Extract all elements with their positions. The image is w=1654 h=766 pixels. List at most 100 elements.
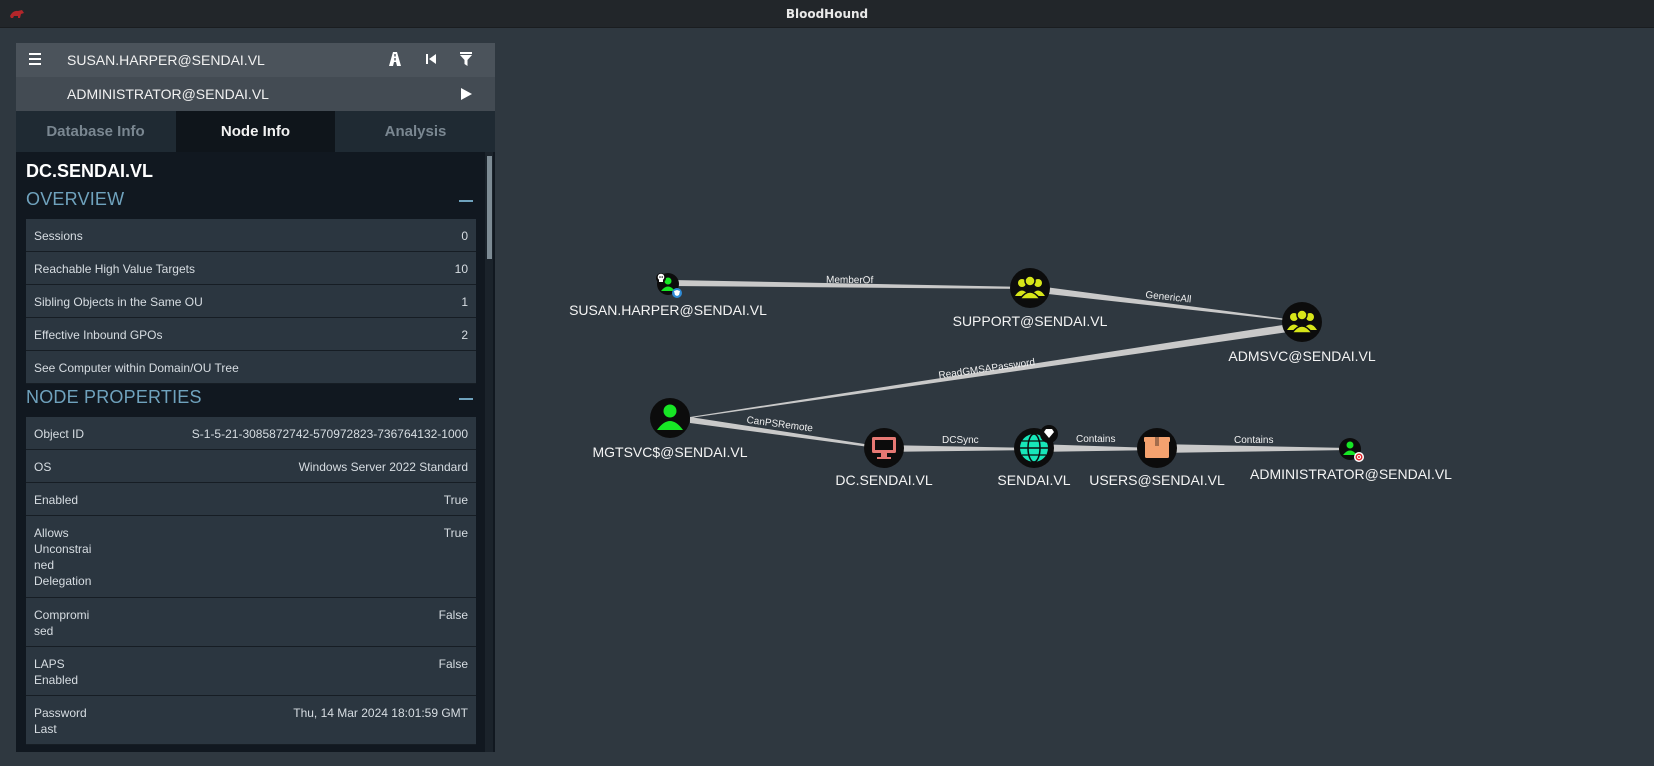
pathfinding-icon[interactable] bbox=[386, 50, 404, 68]
row-value: 1 bbox=[461, 295, 468, 309]
group-icon bbox=[1015, 275, 1045, 300]
property-row-enabled[interactable]: Enabled True bbox=[26, 483, 476, 516]
row-key: Compromi sed bbox=[34, 608, 90, 638]
overview-heading[interactable]: OVERVIEW bbox=[26, 189, 125, 209]
graph-node-sendai[interactable]: SENDAI.VL bbox=[997, 425, 1071, 488]
scrollbar-thumb[interactable] bbox=[487, 156, 492, 259]
edge-readgmsapassword[interactable] bbox=[690, 322, 1302, 418]
row-value: True bbox=[443, 493, 468, 507]
start-node-input[interactable]: SUSAN.HARPER@SENDAI.VL bbox=[67, 52, 265, 68]
user-icon bbox=[657, 404, 683, 430]
node-label: SUSAN.HARPER@SENDAI.VL bbox=[569, 302, 767, 318]
tab-analysis[interactable]: Analysis bbox=[384, 123, 447, 140]
edge-canpsremote[interactable] bbox=[690, 417, 884, 449]
edge-contains-2[interactable] bbox=[1157, 444, 1350, 453]
node-label: USERS@SENDAI.VL bbox=[1089, 472, 1225, 488]
overview-row-sibling-objects[interactable]: Sibling Objects in the Same OU 1 bbox=[26, 285, 476, 318]
node-label: MGTSVC$@SENDAI.VL bbox=[592, 444, 747, 460]
graph-node-dc[interactable]: DC.SENDAI.VL bbox=[835, 428, 933, 488]
edge-memberof[interactable] bbox=[672, 280, 1030, 289]
row-value: Thu, 14 Mar 2024 18:01:59 GMT bbox=[293, 706, 468, 720]
target-node-search[interactable]: ADMINISTRATOR@SENDAI.VL bbox=[16, 77, 495, 111]
overview-row-domain-ou-tree[interactable]: See Computer within Domain/OU Tree bbox=[26, 351, 476, 384]
node-properties-heading[interactable]: NODE PROPERTIES bbox=[26, 387, 202, 407]
left-panel: SUSAN.HARPER@SENDAI.VL ADMINISTRATOR@SEN… bbox=[16, 43, 495, 752]
graph-node-mgtsvc[interactable]: MGTSVC$@SENDAI.VL bbox=[592, 398, 748, 460]
globe-icon bbox=[1020, 433, 1048, 463]
node-info-content: DC.SENDAI.VL OVERVIEW Sessions 0 Reachab… bbox=[16, 152, 495, 752]
property-row-os[interactable]: OS Windows Server 2022 Standard bbox=[26, 450, 476, 483]
back-icon[interactable] bbox=[422, 50, 440, 68]
node-label: ADMSVC@SENDAI.VL bbox=[1228, 348, 1375, 364]
target-node-input[interactable]: ADMINISTRATOR@SENDAI.VL bbox=[67, 86, 269, 102]
graph-node-admsvc[interactable]: ADMSVC@SENDAI.VL bbox=[1228, 302, 1376, 364]
node-properties-table: Object ID S-1-5-21-3085872742-570972823-… bbox=[26, 417, 476, 745]
selected-node-name: DC.SENDAI.VL bbox=[26, 161, 154, 181]
node-label: ADMINISTRATOR@SENDAI.VL bbox=[1250, 466, 1452, 482]
property-row-compromised[interactable]: Compromi sed False bbox=[26, 598, 476, 647]
overview-row-inbound-gpos[interactable]: Effective Inbound GPOs 2 bbox=[26, 318, 476, 351]
row-key: Enabled bbox=[34, 493, 79, 507]
row-value: Windows Server 2022 Standard bbox=[298, 460, 468, 474]
graph-node-administrator[interactable]: ADMINISTRATOR@SENDAI.VL bbox=[1250, 438, 1452, 482]
row-key: LAPS Enabled bbox=[34, 657, 79, 687]
shield-badge-icon bbox=[672, 288, 682, 298]
title-bar: BloodHound bbox=[0, 0, 1654, 28]
node-label: SENDAI.VL bbox=[997, 472, 1070, 488]
graph-node-support[interactable]: SUPPORT@SENDAI.VL bbox=[953, 268, 1108, 329]
hamburger-menu-icon[interactable] bbox=[29, 53, 41, 65]
box-icon bbox=[1144, 437, 1170, 458]
user-icon bbox=[1343, 441, 1357, 455]
row-value: False bbox=[438, 608, 468, 622]
overview-row-sessions[interactable]: Sessions 0 bbox=[26, 219, 476, 252]
node-properties-collapse-icon[interactable] bbox=[459, 398, 473, 400]
row-value: True bbox=[443, 526, 468, 540]
row-key: Sibling Objects in the Same OU bbox=[34, 295, 203, 309]
edge-label: MemberOf bbox=[826, 275, 874, 286]
panel-tabs: Database Info Node Info Analysis bbox=[16, 111, 495, 152]
window-title: BloodHound bbox=[785, 7, 869, 21]
row-key: Object ID bbox=[34, 427, 85, 441]
row-key: See Computer within Domain/OU Tree bbox=[34, 361, 239, 375]
tab-database-info[interactable]: Database Info bbox=[46, 123, 145, 140]
edge-label: ReadGMSAPassword bbox=[938, 357, 1036, 381]
panel-scrollbar[interactable] bbox=[485, 152, 493, 752]
row-value: 2 bbox=[461, 328, 468, 342]
row-value: False bbox=[438, 657, 468, 671]
computer-icon bbox=[872, 437, 896, 459]
group-icon bbox=[1287, 309, 1317, 334]
row-key: Password Last bbox=[34, 706, 87, 736]
overview-row-reachable-hvt[interactable]: Reachable High Value Targets 10 bbox=[26, 252, 476, 285]
filter-icon[interactable] bbox=[457, 50, 475, 68]
graph-canvas[interactable]: MemberOf GenericAll ReadGMSAPassword Can… bbox=[0, 28, 1654, 766]
user-icon bbox=[661, 277, 675, 291]
edge-dcsync[interactable] bbox=[884, 445, 1034, 452]
overview-collapse-icon[interactable] bbox=[459, 200, 473, 202]
row-value: 0 bbox=[461, 229, 468, 243]
row-key: Reachable High Value Targets bbox=[34, 262, 195, 276]
edge-label: DCSync bbox=[942, 435, 979, 446]
property-row-password-last-set[interactable]: Password Last Thu, 14 Mar 2024 18:01:59 … bbox=[26, 696, 476, 745]
start-node-search[interactable]: SUSAN.HARPER@SENDAI.VL bbox=[16, 43, 495, 77]
node-label: SUPPORT@SENDAI.VL bbox=[953, 313, 1108, 329]
property-row-unconstrained-delegation[interactable]: Allows Unconstrai ned Delegation True bbox=[26, 516, 476, 598]
edge-label: GenericAll bbox=[1145, 290, 1192, 306]
gem-badge-icon bbox=[1040, 425, 1058, 443]
property-row-object-id[interactable]: Object ID S-1-5-21-3085872742-570972823-… bbox=[26, 417, 476, 450]
target-badge-icon bbox=[1354, 452, 1364, 462]
graph-node-users[interactable]: USERS@SENDAI.VL bbox=[1089, 428, 1225, 488]
graph-node-susan[interactable]: SUSAN.HARPER@SENDAI.VL bbox=[569, 273, 767, 318]
edge-label: Contains bbox=[1076, 434, 1115, 445]
row-value: S-1-5-21-3085872742-570972823-736764132-… bbox=[191, 427, 468, 441]
edge-genericall[interactable] bbox=[1030, 285, 1302, 322]
tab-node-info[interactable]: Node Info bbox=[176, 111, 335, 152]
play-icon[interactable] bbox=[457, 85, 475, 103]
bloodhound-logo-icon bbox=[10, 10, 24, 18]
row-key: Effective Inbound GPOs bbox=[34, 328, 163, 342]
row-key: Sessions bbox=[34, 229, 83, 243]
overview-table: Sessions 0 Reachable High Value Targets … bbox=[26, 219, 476, 384]
node-label: DC.SENDAI.VL bbox=[835, 472, 932, 488]
edge-contains-1[interactable] bbox=[1034, 444, 1157, 452]
property-row-laps-enabled[interactable]: LAPS Enabled False bbox=[26, 647, 476, 696]
skull-icon bbox=[656, 273, 666, 283]
